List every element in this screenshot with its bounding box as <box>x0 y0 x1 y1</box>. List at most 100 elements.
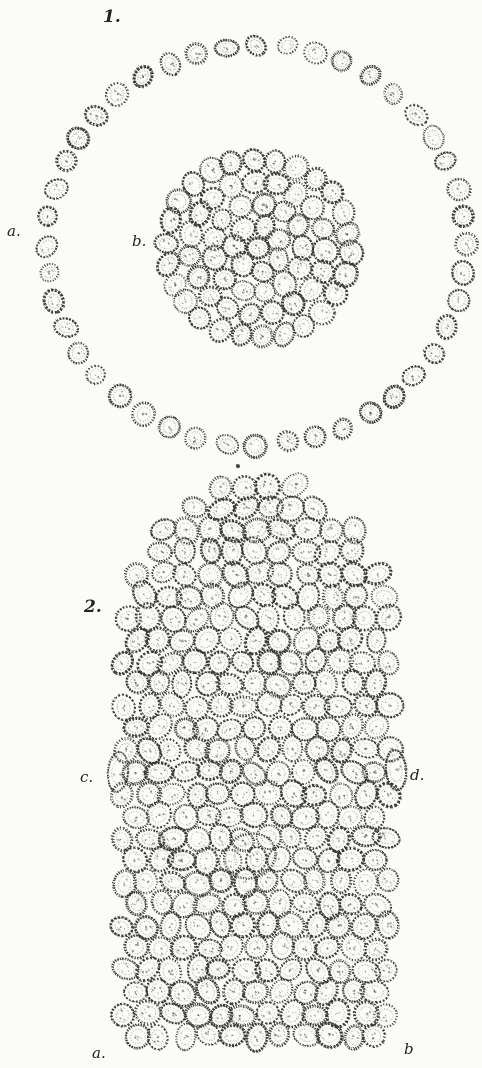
cell <box>302 693 331 720</box>
cell <box>292 314 316 338</box>
cell <box>182 425 208 452</box>
cell <box>179 169 208 199</box>
cell <box>198 516 222 542</box>
apex-dot <box>236 464 240 468</box>
cell <box>275 34 299 57</box>
cell <box>147 542 172 562</box>
cell <box>274 428 301 454</box>
cell <box>155 781 187 808</box>
cell <box>196 804 221 825</box>
cell <box>130 63 155 90</box>
cell <box>41 288 66 315</box>
cell <box>121 1020 154 1053</box>
cell <box>255 1000 281 1026</box>
cell <box>178 245 201 267</box>
cell <box>64 124 92 152</box>
cell <box>351 736 381 759</box>
cell <box>336 846 366 872</box>
cell <box>331 869 351 893</box>
cell <box>357 400 384 426</box>
cell <box>279 151 313 184</box>
cell <box>213 431 241 457</box>
cell <box>352 868 379 898</box>
cell <box>180 495 208 520</box>
cell <box>268 1022 290 1047</box>
cell <box>421 123 447 152</box>
cell <box>273 646 307 680</box>
cell <box>197 761 221 779</box>
cell <box>108 915 135 939</box>
cell <box>243 32 270 59</box>
cell <box>446 177 472 201</box>
cell <box>239 145 269 175</box>
cell <box>366 627 387 653</box>
cell <box>375 648 401 677</box>
cell <box>245 1022 270 1053</box>
cell <box>301 39 330 67</box>
cell <box>102 79 132 109</box>
cell <box>229 911 257 939</box>
label-bottom-right: b <box>404 1040 414 1058</box>
cell <box>347 650 377 676</box>
cell <box>282 603 306 631</box>
cell <box>362 936 390 963</box>
cell <box>291 892 318 914</box>
cell <box>129 399 159 429</box>
cell <box>381 383 408 411</box>
cell <box>108 780 136 810</box>
cell <box>232 734 258 763</box>
cell <box>33 232 62 261</box>
cell <box>362 805 386 831</box>
cell <box>226 824 258 855</box>
cell <box>363 850 387 871</box>
cell <box>451 229 481 259</box>
cell <box>218 231 249 262</box>
cell <box>171 760 201 784</box>
cell <box>312 754 342 786</box>
cell <box>83 103 110 128</box>
cell <box>174 537 196 564</box>
cell <box>302 165 330 194</box>
cell <box>293 517 323 541</box>
cell <box>133 778 165 810</box>
cell <box>83 362 108 386</box>
cell <box>270 932 295 961</box>
cell <box>230 697 258 716</box>
cell <box>376 692 405 718</box>
cell <box>272 200 297 223</box>
cell <box>111 602 145 635</box>
cell <box>219 150 243 175</box>
cell <box>157 824 190 853</box>
cell <box>197 580 228 612</box>
cell <box>433 150 458 173</box>
cell <box>444 286 473 315</box>
cell <box>155 412 184 441</box>
cell <box>138 692 161 720</box>
cell <box>181 733 213 764</box>
cell <box>298 193 327 222</box>
cell <box>400 363 428 389</box>
cell <box>361 890 395 921</box>
cell <box>183 649 207 673</box>
cell <box>53 147 80 174</box>
figure-1-cross-section: 1. a. b. <box>7 7 482 458</box>
inner-cell-disc <box>153 145 367 349</box>
cell <box>369 583 400 610</box>
cell <box>167 888 202 923</box>
cell <box>133 734 165 768</box>
cell <box>168 850 196 870</box>
cell <box>311 976 342 1009</box>
cell <box>229 195 253 218</box>
cell <box>302 1006 327 1025</box>
cell <box>247 238 269 258</box>
cell <box>187 783 208 808</box>
tissue-cell-mass <box>106 464 407 1053</box>
cell <box>254 214 276 239</box>
cell <box>37 261 61 285</box>
cell <box>377 868 399 892</box>
cell <box>153 233 179 254</box>
cell <box>329 959 351 983</box>
cell <box>52 316 80 340</box>
cell <box>299 492 332 525</box>
